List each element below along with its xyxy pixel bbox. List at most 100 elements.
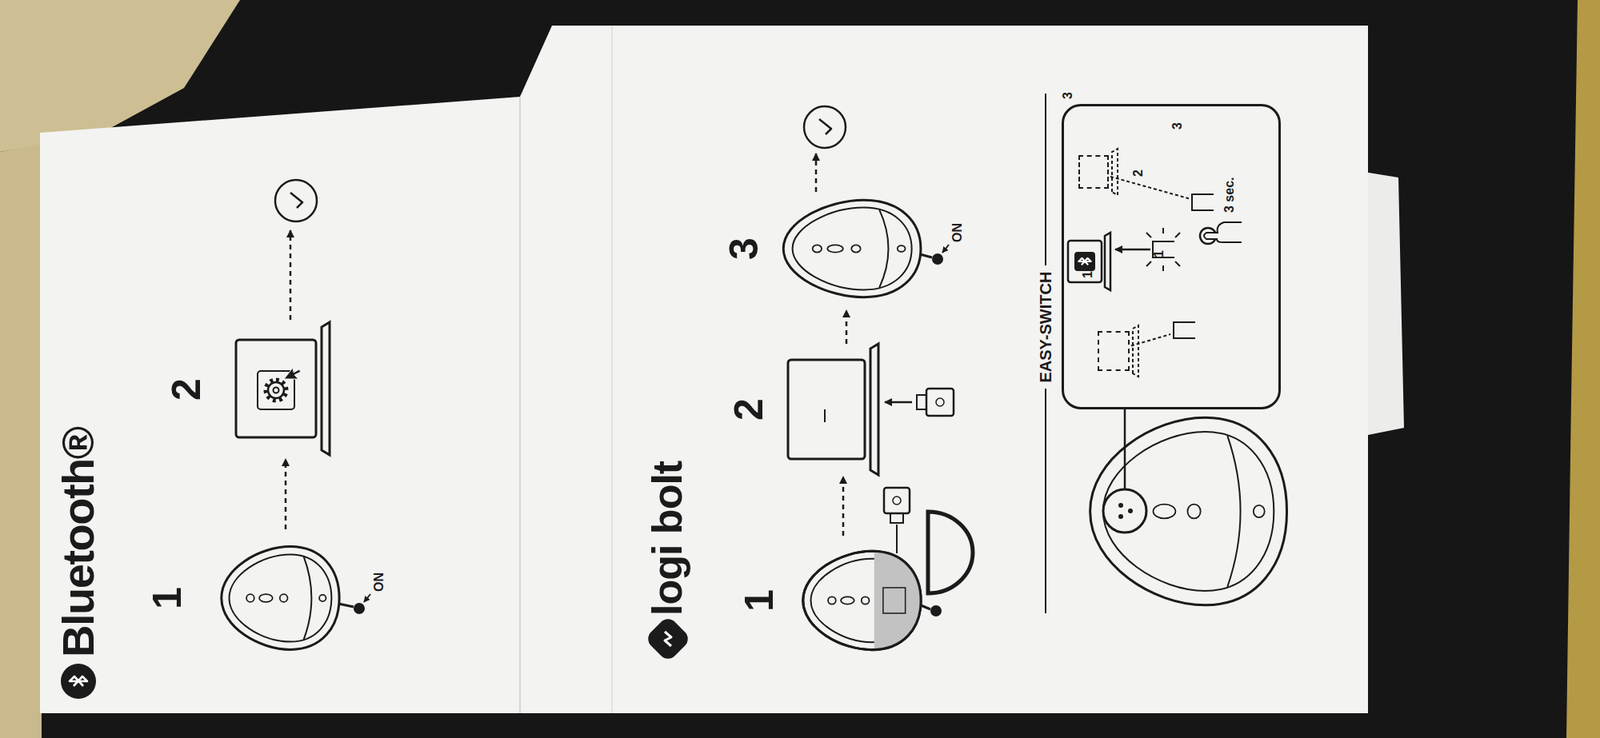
step-number: 2 [726,398,773,421]
gear-body [268,382,284,399]
card-tab [1364,172,1404,436]
receiver-body [926,388,954,416]
label-holder: logi bolt [644,461,692,616]
ray [1162,265,1164,272]
power-switch [932,253,944,265]
done-check [804,106,846,148]
ray [1175,232,1180,238]
laptop-figure [1068,232,1111,291]
switch-stem [338,604,354,608]
section-heading: Bluetooth® [52,427,104,658]
bluetooth-rune [1078,258,1091,265]
ray [1146,232,1152,238]
laptop-base [321,322,330,456]
easy-switch-panel: EASY-SWITCH13123 [1061,104,1281,410]
channel-number: 1 [1152,250,1167,258]
step-number: 1 [144,587,192,610]
channel-indicator: 2 [1152,240,1175,259]
mouse-figure [221,547,340,651]
computer-screen: 3 [1078,155,1109,189]
ray [1162,228,1164,234]
mouse-figure [783,200,921,297]
section-heading: logi bolt [644,461,692,616]
ray [1146,261,1152,267]
table-edge [0,144,42,738]
table-edge [1566,0,1600,738]
ray [1175,261,1180,267]
laptop-base [1132,325,1139,377]
mouse-figure [803,547,930,655]
laptop-figure [788,344,879,476]
bluetooth-rune [69,676,88,687]
switch-arrow [364,594,371,603]
channel-dot [1118,503,1124,508]
card-illustration [40,25,1368,714]
laptop-screen [1068,240,1102,283]
laptop-base [1112,148,1118,196]
laptop-screen [236,340,316,438]
receiver-logo [936,398,944,407]
power-switch [353,603,365,615]
computer-number: 3 [1060,92,1076,100]
switch-label: ON [950,223,965,243]
mouse-outline [803,551,921,650]
check-mark [819,119,832,135]
step-number: 3 [721,237,768,260]
mouse-cursor [284,368,301,380]
check-circle [804,106,846,148]
power-switch [930,605,942,617]
usb-receiver [884,488,910,524]
blink-rays [1146,228,1180,272]
receiver-leader [896,524,898,554]
logo-disc [60,664,96,700]
step-arrow [284,459,288,530]
label-holder: ON [372,572,387,592]
label-holder: 1 [736,589,784,612]
step-number: 2 [164,378,211,401]
screen-mark [824,409,826,423]
mouse-figure [1090,417,1288,606]
callout-line [1124,409,1127,490]
connector-layer [40,25,1368,714]
section-heading: EASY-SWITCH [1036,265,1055,390]
step-arrow [289,230,292,320]
channel-number: 2 [1131,169,1146,177]
switch-label: ON [372,572,387,592]
label-holder: ON [950,223,965,243]
logi-bolt-logo [644,615,692,663]
computer-screen: 1 [1097,331,1130,372]
laptop-base [870,344,879,476]
switch-stem [920,605,931,610]
label-holder: 3 [721,237,768,260]
mouse-figure [783,200,921,297]
laptop-figure [236,322,330,456]
battery [883,588,906,614]
laptop-base [1104,232,1111,291]
receiver-plug [890,513,904,524]
step-arrow [845,310,848,344]
receiver-logo [892,496,901,505]
step-arrow [842,476,845,536]
switch-stem [920,254,932,258]
instruction-card: EASY-SWITCH13123Bluetooth®12ONlogi bolt1… [40,25,1368,714]
fold-line [611,25,613,714]
plug-in-arrow [884,401,912,404]
label-holder: 1 [144,587,192,610]
channel-number: 3 [1170,122,1185,130]
hint-text: 3 sec. [1222,177,1237,213]
computer-number: 1 [1080,271,1096,279]
receiver-body [884,488,910,514]
step-arrow [815,153,818,192]
leader-line [1110,176,1189,199]
receiver-plug [916,395,927,410]
usb-receiver [916,388,954,416]
battery-cover [928,512,973,594]
label-holder: Bluetooth® [52,427,104,658]
label-holder: 2 [726,398,773,421]
mouse-figure [221,547,340,651]
bolt-mark [664,632,672,647]
easy-switch-button [1103,489,1147,533]
bluetooth-logo [60,664,96,700]
leader-line [1131,334,1171,346]
